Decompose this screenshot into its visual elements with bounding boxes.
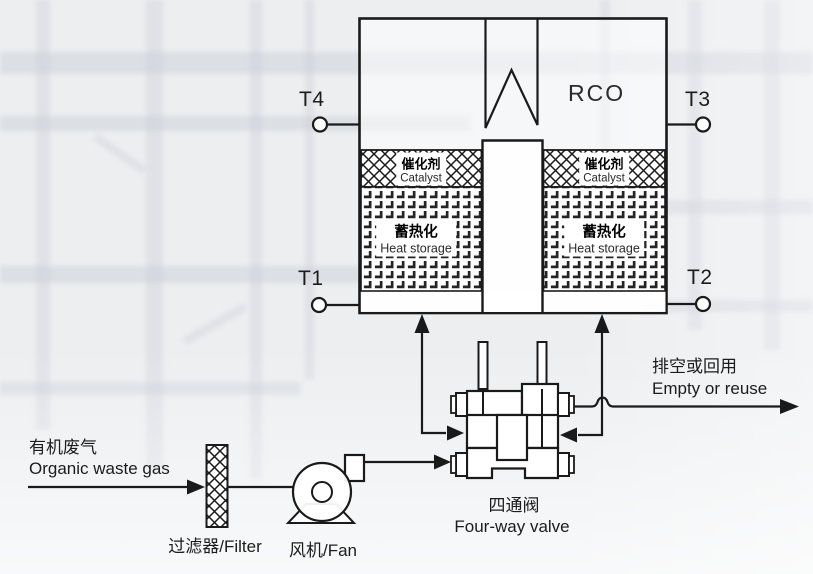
sensor-t4-label: T4: [299, 88, 325, 111]
inlet-label-en: Organic waste gas: [29, 459, 170, 478]
inlet-label-zh: 有机废气: [29, 438, 97, 457]
catalyst-label-right: 催化剂 Catalyst: [579, 152, 629, 186]
catalyst-label-en: Catalyst: [583, 172, 625, 185]
fan-symbol: [285, 453, 451, 524]
heat-storage-label-en: Heat storage: [380, 241, 452, 256]
right-riser-pipe: [560, 314, 610, 443]
sensor-t1: [310, 296, 360, 314]
arrow-exhaust-icon: [780, 399, 799, 414]
sensor-taps: [310, 116, 712, 314]
heat-storage-label-zh: 蓄热化: [582, 224, 626, 241]
heat-storage-label-right: 蓄热化 Heat storage: [564, 219, 644, 257]
inlet-line: [28, 479, 293, 495]
valve-label-en: Four-way valve: [454, 517, 570, 536]
sensor-t1-port: [310, 296, 328, 314]
catalyst-label-zh: 催化剂: [401, 156, 441, 172]
sensor-t2-port: [694, 295, 712, 313]
arrow-inlet-icon: [187, 479, 205, 495]
vessel-title: RCO: [568, 80, 626, 106]
arrow-fan-discharge-icon: [434, 454, 451, 470]
arrow-into-valve-right-icon: [560, 427, 577, 443]
heat-storage-label-left: 蓄热化 Heat storage: [376, 219, 456, 257]
heat-storage-label-en: Heat storage: [568, 241, 640, 256]
sensor-t3: [666, 116, 712, 133]
arrow-up-right-icon: [594, 314, 610, 333]
catalyst-label-en: Catalyst: [400, 172, 442, 185]
four-way-valve-symbol: [450, 341, 575, 480]
center-duct: [481, 139, 544, 312]
valve-label-zh: 四通阀: [488, 496, 540, 515]
valve-stem-right: [536, 341, 548, 390]
catalyst-label-left: 催化剂 Catalyst: [396, 152, 446, 186]
sensor-t1-label: T1: [298, 267, 324, 290]
outlet-label-en: Empty or reuse: [652, 379, 768, 398]
fan-outlet: [343, 453, 366, 483]
filter-symbol: [205, 444, 229, 528]
arrow-into-valve-left-icon: [447, 425, 464, 441]
arrow-up-left-icon: [414, 314, 430, 333]
left-riser-pipe: [414, 314, 464, 441]
valve-stem-left: [477, 341, 489, 390]
sensor-t3-label: T3: [685, 88, 711, 111]
sensor-t2: [666, 295, 712, 313]
fan-hub: [311, 481, 333, 503]
fan-label: 风机/Fan: [288, 541, 358, 560]
outlet-label-zh: 排空或回用: [652, 357, 737, 376]
valve-spool: [495, 413, 529, 462]
filter-label: 过滤器/Filter: [168, 537, 262, 556]
heat-storage-label-zh: 蓄热化: [394, 224, 438, 241]
sensor-t3-port: [694, 116, 712, 133]
exhaust-line: [573, 396, 799, 414]
sensor-t4: [311, 116, 360, 133]
sensor-t4-port: [311, 116, 329, 133]
burner-symbol: [484, 19, 539, 129]
catalyst-label-zh: 催化剂: [584, 156, 624, 172]
sensor-t2-label: T2: [687, 266, 713, 289]
